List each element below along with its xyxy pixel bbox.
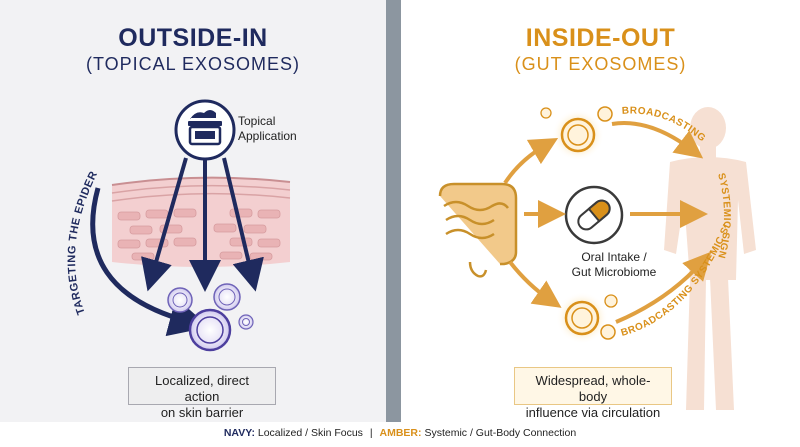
legend-navy-key: NAVY: [223, 427, 255, 439]
capsule-icon [564, 185, 624, 245]
outside-in-title: OUTSIDE-IN [118, 24, 268, 52]
epidermis-curve-arrow [90, 187, 210, 337]
outside-in-subtitle: (TOPICAL EXOSOMES) [85, 54, 301, 74]
gut-intestine-icon [438, 182, 518, 278]
legend-footer: NAVY: Localized / Skin Focus | AMBER: Sy… [0, 422, 800, 447]
exosome-vesicles-left [167, 283, 254, 352]
legend-navy-text: Localized / Skin Focus [257, 427, 363, 439]
topical-arrows [141, 157, 264, 292]
outside-in-summary-box: Localized, direct action on skin barrier [128, 367, 276, 420]
inside-out-title: INSIDE-OUT [525, 24, 676, 52]
legend-amber-key: AMBER: [379, 427, 422, 439]
oral-intake-label: Oral Intake / Gut Microbiome [571, 250, 657, 279]
systemic-arrows [503, 121, 712, 324]
broadcasting-bottom-label: BROADCASTING SYSTEMIC SIGNAL [0, 0, 732, 339]
inside-out-subtitle: (GUT EXOSOMES) [514, 54, 687, 74]
topical-application-label: Topical Application [238, 114, 297, 143]
inside-out-summary-box: Widespread, whole-body influence via cir… [514, 367, 672, 420]
skin-layers [111, 176, 291, 267]
cream-jar-icon [174, 99, 236, 161]
diagram-art: TARGETING THE EPIDERMIS [0, 0, 756, 410]
exosome-vesicles-right [540, 106, 618, 344]
epidermis-curve-label: TARGETING THE EPIDERMIS [0, 0, 100, 316]
human-silhouette [664, 107, 756, 410]
legend-separator: | [369, 427, 373, 439]
panel-divider [386, 0, 401, 422]
legend-amber-text: Systemic / Gut-Body Connection [424, 427, 577, 439]
